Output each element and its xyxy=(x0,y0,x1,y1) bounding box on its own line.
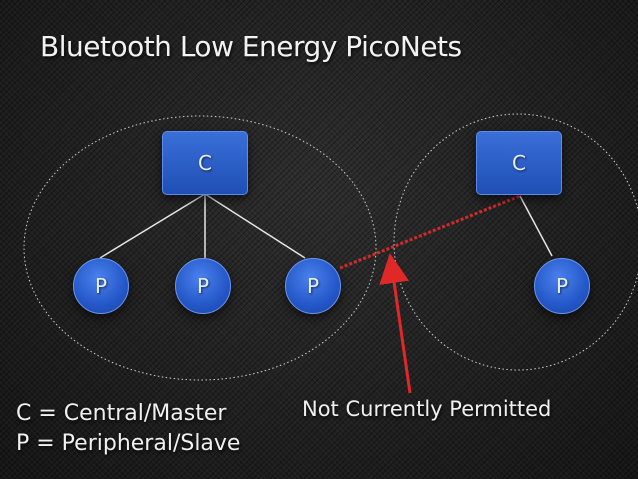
peripheral-node-right: P xyxy=(534,258,590,314)
piconet-left-boundary xyxy=(23,115,377,381)
peripheral-node-1: P xyxy=(73,258,129,314)
not-permitted-label: Not Currently Permitted xyxy=(302,397,552,421)
legend-central: C = Central/Master xyxy=(16,401,227,426)
forbidden-link xyxy=(339,194,521,270)
annotation-arrow xyxy=(379,253,412,394)
peripheral-node-3: P xyxy=(285,258,341,314)
central-node-left: C xyxy=(162,131,248,195)
link-right-central-to-peripheral xyxy=(519,195,553,257)
slide-title: Bluetooth Low Energy PicoNets xyxy=(40,30,462,63)
legend-peripheral: P = Peripheral/Slave xyxy=(16,431,241,456)
peripheral-node-2: P xyxy=(175,258,231,314)
link-central-to-peripheral-1 xyxy=(99,193,206,259)
central-node-right: C xyxy=(476,131,562,195)
link-central-to-peripheral-3 xyxy=(204,193,306,259)
